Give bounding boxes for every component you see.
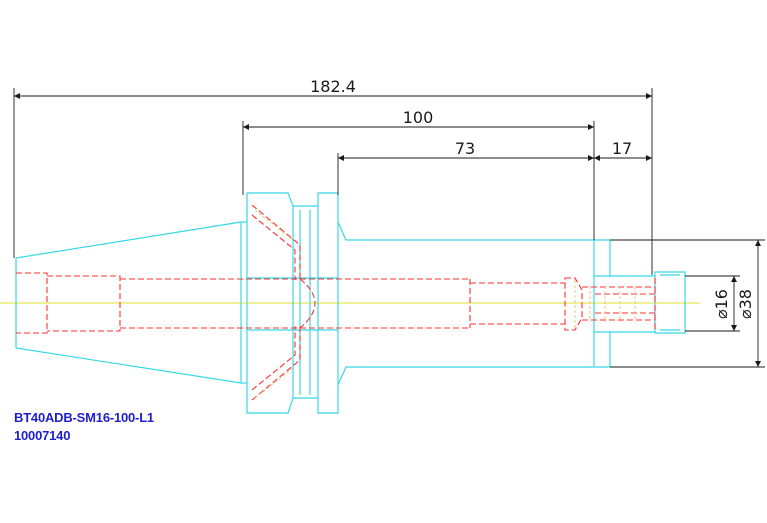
dim-overall-length: 182.4: [310, 77, 356, 96]
dim-nut-length: 17: [612, 139, 632, 158]
hidden-lines: [16, 204, 656, 401]
part-number: BT40ADB-SM16-100-L1: [14, 410, 154, 425]
dim-nut-diameter: ⌀38: [736, 289, 755, 319]
dimension-lines: [13, 88, 765, 368]
part-outline: [15, 192, 686, 414]
thread-hatch: [254, 209, 636, 399]
dim-bore-diameter: ⌀16: [712, 289, 731, 319]
dim-shank-length: 73: [455, 139, 475, 158]
dim-gauge-length: 100: [403, 108, 434, 127]
article-number: 10007140: [14, 428, 71, 443]
